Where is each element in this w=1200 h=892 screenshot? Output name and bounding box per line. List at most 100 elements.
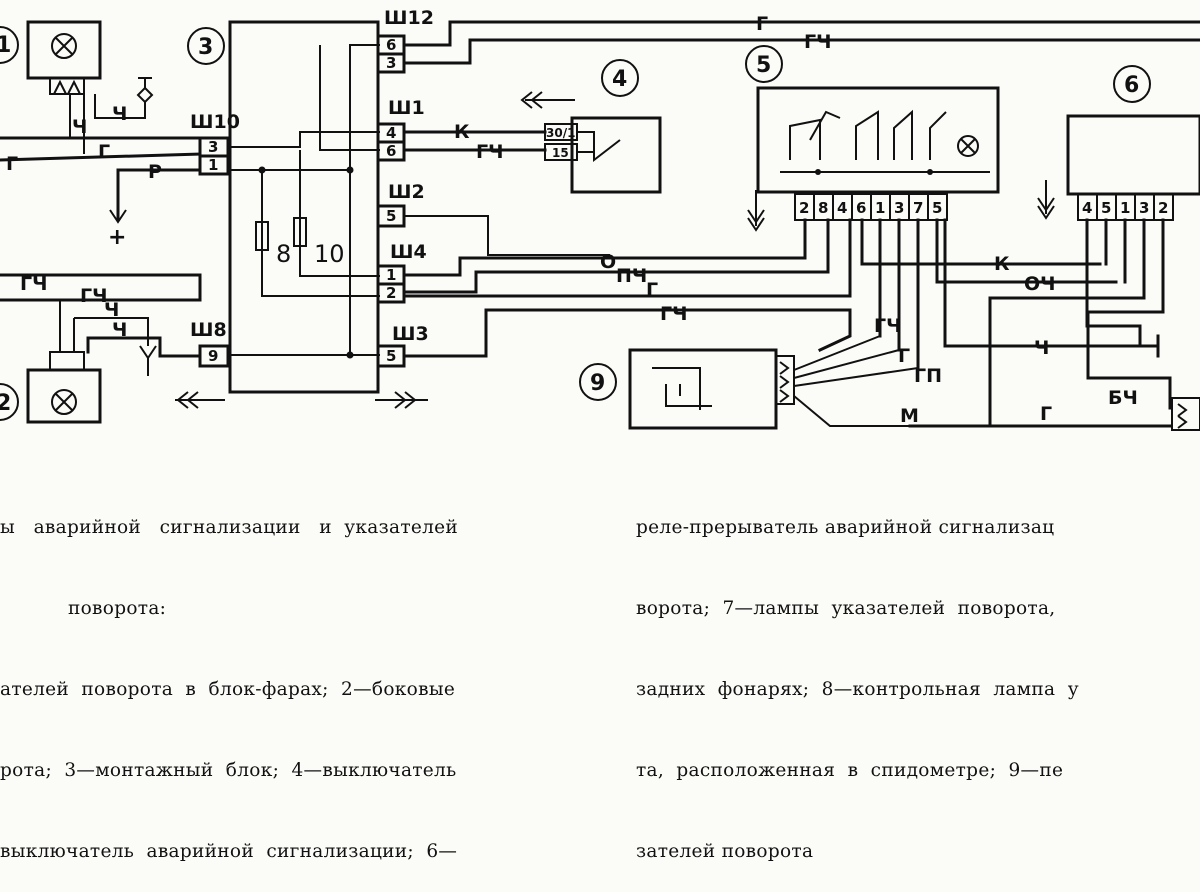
wire-label-gch-3: ГЧ <box>476 141 503 163</box>
caption-line: задних фонарях; 8—контрольная лампа у <box>636 679 1079 700</box>
wire-label-g-4: Г <box>898 345 910 367</box>
caption-line: реле-прерыватель аварийной сигнализац <box>636 517 1055 538</box>
svg-text:6: 6 <box>386 36 396 54</box>
svg-text:1: 1 <box>208 156 218 174</box>
svg-text:15: 15 <box>552 146 569 160</box>
component-1-label: 1 <box>0 33 11 58</box>
svg-text:3: 3 <box>386 54 396 72</box>
svg-text:3: 3 <box>208 138 218 156</box>
caption-line: ателей поворота в блок-фарах; 2—боковые <box>0 679 456 700</box>
svg-text:2: 2 <box>799 199 809 217</box>
wire-label-m: М <box>900 405 919 427</box>
svg-text:5: 5 <box>386 347 396 365</box>
side-repeater-left: 2 <box>0 351 102 424</box>
svg-text:Ш10: Ш10 <box>190 111 240 133</box>
wire-label-gch-4: ГЧ <box>660 303 687 325</box>
wire-label-gch-2: ГЧ <box>80 285 107 307</box>
caption-line: ворота; 7—лампы указателей поворота, <box>636 598 1056 619</box>
wire-label-ch-5: Ч <box>1034 337 1049 359</box>
fuse-10 <box>293 217 307 247</box>
svg-text:9: 9 <box>208 347 218 365</box>
svg-text:4: 4 <box>837 199 847 217</box>
svg-text:10: 10 <box>314 240 345 268</box>
svg-text:8: 8 <box>818 199 828 217</box>
lamp-icon <box>51 33 77 59</box>
wire-label-g-top: Г <box>756 13 768 35</box>
component-6-label: 6 <box>1124 73 1139 98</box>
svg-text:8: 8 <box>276 240 291 268</box>
wire-label-bch: БЧ <box>1108 387 1138 409</box>
connector-sh8: Ш8 9 <box>190 319 230 368</box>
wire-label-och: ОЧ <box>1024 273 1056 295</box>
lamp-icon <box>957 135 979 157</box>
connector-sh12: Ш12 6 3 <box>376 7 434 74</box>
caption-line: выключатель аварийной сигнализации; 6— <box>0 841 458 862</box>
fuse-8 <box>255 221 269 251</box>
caption-line: рота; 3—монтажный блок; 4—выключатель <box>0 760 457 781</box>
arrow-right-icon <box>375 391 428 409</box>
lamp-icon <box>51 389 77 415</box>
plus-terminal: + <box>108 225 126 250</box>
svg-text:6: 6 <box>386 142 396 160</box>
arrow-left-icon <box>520 91 575 109</box>
caption-line: зателей поворота <box>636 841 814 862</box>
wire-label-ch-2: Ч <box>72 116 87 138</box>
ground-icon <box>1037 180 1055 220</box>
ground-icon <box>747 190 765 232</box>
wire-label-gch-1: ГЧ <box>20 273 47 295</box>
svg-text:4: 4 <box>386 124 396 142</box>
wire-label-gch-top: ГЧ <box>804 31 831 53</box>
svg-text:Ш1: Ш1 <box>388 97 425 119</box>
wire-label-ch-4: Ч <box>112 319 127 341</box>
component-3-label: 3 <box>198 35 213 60</box>
arrow-left-icon <box>175 391 225 409</box>
caption-left: ы аварийной сигнализации и указателей по… <box>0 460 610 892</box>
wire-label-r: Р <box>148 161 162 183</box>
svg-text:7: 7 <box>913 199 923 217</box>
svg-text:1: 1 <box>875 199 885 217</box>
svg-text:1: 1 <box>386 266 396 284</box>
svg-text:5: 5 <box>1101 199 1111 217</box>
wiring-diagram: 1 Ч Ч Г Г Р + Ш10 3 1 3 8 10 <box>0 7 1200 431</box>
svg-text:3: 3 <box>894 199 904 217</box>
wire-label-ch-3: Ч <box>104 299 119 321</box>
wire-label-g-3: Г <box>646 279 658 301</box>
wire-label-pch: ПЧ <box>616 265 647 287</box>
turn-signal-switch <box>570 116 662 194</box>
svg-text:Ш8: Ш8 <box>190 319 227 341</box>
svg-text:2: 2 <box>1158 199 1168 217</box>
ground-icon <box>139 345 157 376</box>
svg-text:30/1: 30/1 <box>546 126 575 140</box>
relay-pin-row: 2 8 4 6 1 3 7 5 <box>794 193 948 221</box>
svg-text:4: 4 <box>1082 199 1092 217</box>
wire-label-g-5: Г <box>1040 403 1052 425</box>
svg-text:2: 2 <box>386 284 396 302</box>
ground-icon <box>136 77 154 104</box>
caption-line: ы аварийной сигнализации и указателей <box>0 517 459 538</box>
caption-line: поворота: <box>0 598 167 619</box>
wire-label-gp: ГП <box>914 365 942 387</box>
connector-sh2: Ш2 5 <box>376 181 425 228</box>
wire-label-o: О <box>600 251 616 273</box>
caption-right: реле-прерыватель аварийной сигнализац во… <box>636 460 1200 892</box>
svg-text:Ш3: Ш3 <box>392 323 429 345</box>
mounting-block <box>228 20 380 394</box>
component-4-label: 4 <box>612 67 627 92</box>
wire-label-g-1: Г <box>98 141 110 163</box>
wire-label-k-2: К <box>994 253 1010 275</box>
wire-label-g-2: Г <box>6 153 18 175</box>
svg-text:5: 5 <box>932 199 942 217</box>
svg-text:1: 1 <box>1120 199 1130 217</box>
component-5-label: 5 <box>756 53 771 78</box>
svg-text:Ш4: Ш4 <box>390 241 427 263</box>
hazard-relay <box>756 86 1000 194</box>
side-repeater-right <box>628 348 778 430</box>
svg-text:5: 5 <box>386 207 396 225</box>
wire-label-k-1: К <box>454 121 470 143</box>
svg-text:6: 6 <box>856 199 866 217</box>
svg-text:3: 3 <box>1139 199 1149 217</box>
wire-label-gch-5: ГЧ <box>874 315 901 337</box>
hazard-switch <box>1066 114 1200 196</box>
svg-text:Ш12: Ш12 <box>384 7 434 29</box>
component-2-label: 2 <box>0 391 11 416</box>
